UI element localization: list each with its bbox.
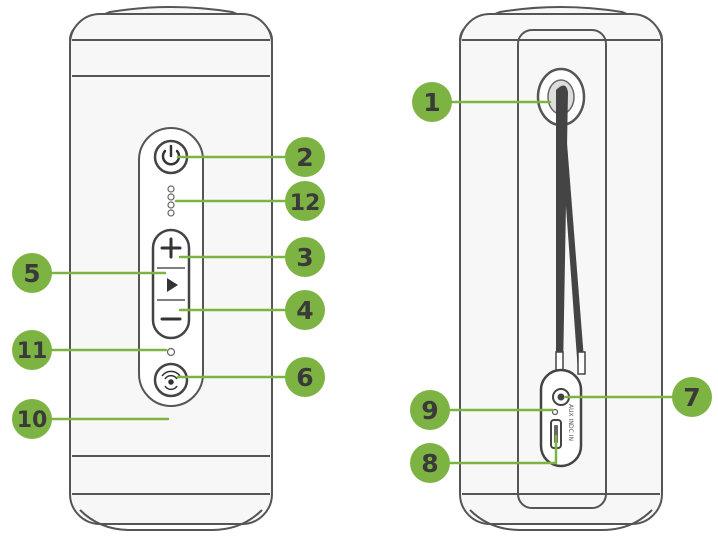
play-pause-button[interactable] bbox=[167, 278, 178, 292]
power-button[interactable] bbox=[153, 139, 189, 175]
pairing-button[interactable] bbox=[153, 362, 189, 398]
aux-in-label: AUX IN bbox=[567, 404, 574, 425]
lanyard-strap bbox=[555, 85, 586, 375]
leader-lines bbox=[48, 100, 678, 465]
svg-text:5: 5 bbox=[23, 259, 40, 288]
callout-3: 3 bbox=[285, 237, 325, 277]
leader-8 bbox=[445, 434, 558, 465]
svg-text:2: 2 bbox=[296, 143, 313, 172]
callout-1: 1 bbox=[412, 82, 452, 122]
svg-text:3: 3 bbox=[296, 243, 313, 272]
callout-11: 11 bbox=[12, 330, 52, 370]
power-icon bbox=[161, 144, 181, 166]
wireless-icon bbox=[161, 370, 181, 391]
battery-indicator-leds bbox=[167, 185, 175, 217]
volume-up-button[interactable] bbox=[160, 237, 182, 259]
status-led bbox=[166, 347, 176, 357]
svg-text:8: 8 bbox=[421, 449, 438, 478]
callout-10: 10 bbox=[12, 399, 52, 439]
callout-4: 4 bbox=[285, 290, 325, 330]
back-bottom-cap bbox=[469, 509, 653, 531]
callout-5: 5 bbox=[12, 253, 52, 293]
svg-text:7: 7 bbox=[683, 383, 700, 412]
svg-text:10: 10 bbox=[17, 408, 48, 433]
port-cover[interactable] bbox=[539, 368, 583, 468]
back-panel bbox=[517, 29, 607, 509]
svg-text:9: 9 bbox=[421, 396, 438, 425]
svg-text:1: 1 bbox=[423, 88, 440, 117]
callout-9: 9 bbox=[410, 390, 450, 430]
dc-in-label: DC IN bbox=[567, 424, 574, 441]
play-icon bbox=[167, 278, 178, 292]
svg-text:11: 11 bbox=[17, 339, 48, 364]
callout-12: 12 bbox=[285, 181, 325, 221]
front-bottom-cap bbox=[79, 509, 263, 531]
callout-2: 2 bbox=[285, 137, 325, 177]
callout-badges: 1 2 12 3 5 4 11 6 bbox=[12, 82, 712, 483]
callout-7: 7 bbox=[672, 377, 712, 417]
svg-text:6: 6 bbox=[296, 363, 313, 392]
callout-6: 6 bbox=[285, 357, 325, 397]
plus-icon bbox=[160, 237, 182, 259]
svg-text:12: 12 bbox=[290, 191, 321, 216]
callout-8: 8 bbox=[410, 443, 450, 483]
svg-text:4: 4 bbox=[296, 296, 313, 325]
